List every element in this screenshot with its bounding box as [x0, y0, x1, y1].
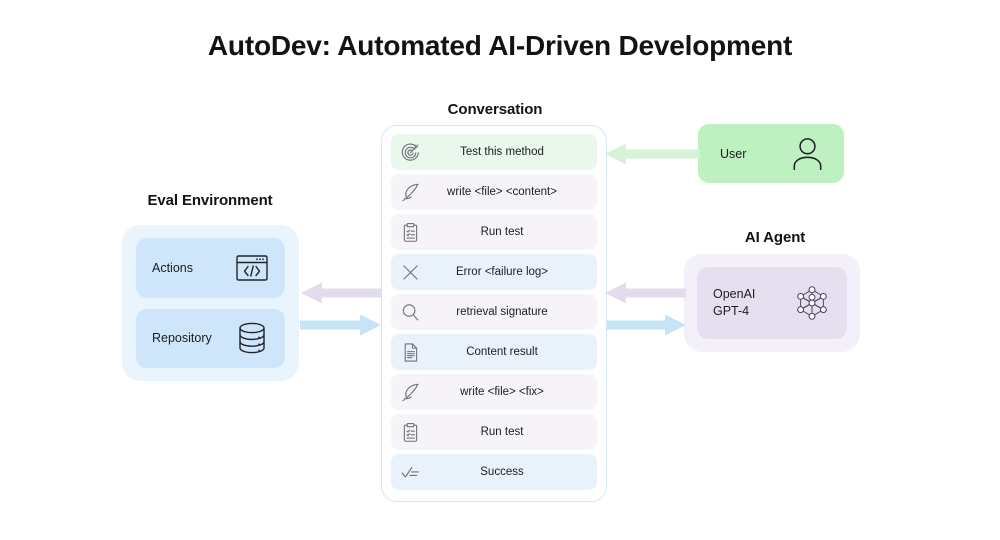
code-window-icon: [235, 251, 269, 285]
database-icon: [235, 321, 269, 355]
arrow-conversation-to-eval-environment: [300, 281, 382, 310]
arrow-eval-environment-to-conversation: [300, 313, 382, 342]
eval-card-repository[interactable]: Repository: [136, 308, 285, 368]
search-icon: [397, 299, 423, 325]
clipboard-icon: [397, 219, 423, 245]
conversation-row-3-label: Run test: [480, 226, 524, 238]
eval-card-actions-label: Actions: [152, 260, 193, 275]
arrow-user-to-conversation: [604, 142, 700, 171]
conversation-panel: Test this method write <file> <content>: [381, 125, 607, 502]
conversation-row-7[interactable]: write <file> <fix>: [391, 374, 597, 410]
conversation-row-1[interactable]: Test this method: [391, 134, 597, 170]
clipboard-icon: [397, 419, 423, 445]
eval-environment-panel: Actions Repository: [122, 225, 299, 381]
document-icon: [397, 339, 423, 365]
conversation-row-6[interactable]: Content result: [391, 334, 597, 370]
eval-card-actions[interactable]: Actions: [136, 238, 285, 298]
conversation-row-8-label: Run test: [480, 426, 524, 438]
ai-agent-panel: OpenAI GPT-4: [684, 254, 860, 352]
close-x-icon: [397, 259, 423, 285]
conversation-row-9-label: Success: [480, 466, 524, 478]
conversation-row-3[interactable]: Run test: [391, 214, 597, 250]
quill-icon: [397, 379, 423, 405]
conversation-row-8[interactable]: Run test: [391, 414, 597, 450]
heading-eval-environment: Eval Environment: [147, 192, 273, 209]
conversation-row-9[interactable]: Success: [391, 454, 597, 490]
arrow-conversation-to-ai-agent: [607, 313, 687, 342]
arrow-ai-agent-to-conversation: [604, 281, 686, 310]
quill-icon: [397, 179, 423, 205]
conversation-row-2-label: write <file> <content>: [447, 186, 557, 198]
eval-card-repository-label: Repository: [152, 331, 212, 346]
conversation-row-2[interactable]: write <file> <content>: [391, 174, 597, 210]
user-label: User: [720, 146, 747, 161]
conversation-row-5-label: retrieval signature: [456, 306, 548, 318]
conversation-row-6-label: Content result: [466, 346, 538, 358]
target-icon: [397, 139, 423, 165]
heading-ai-agent: AI Agent: [744, 229, 806, 246]
conversation-row-7-label: write <file> <fix>: [460, 386, 544, 398]
conversation-row-4[interactable]: Error <failure log>: [391, 254, 597, 290]
checklist-icon: [397, 459, 423, 485]
heading-conversation: Conversation: [447, 101, 543, 118]
neural-network-icon: [793, 284, 831, 322]
ai-agent-model-label: OpenAI GPT-4: [713, 287, 756, 318]
ai-agent-model-card[interactable]: OpenAI GPT-4: [697, 267, 847, 339]
user-box[interactable]: User: [698, 124, 844, 183]
conversation-row-4-label: Error <failure log>: [455, 266, 549, 278]
page-title: AutoDev: Automated AI-Driven Development: [207, 30, 793, 61]
conversation-row-5[interactable]: retrieval signature: [391, 294, 597, 330]
person-icon: [790, 137, 824, 171]
conversation-row-1-label: Test this method: [460, 146, 544, 158]
